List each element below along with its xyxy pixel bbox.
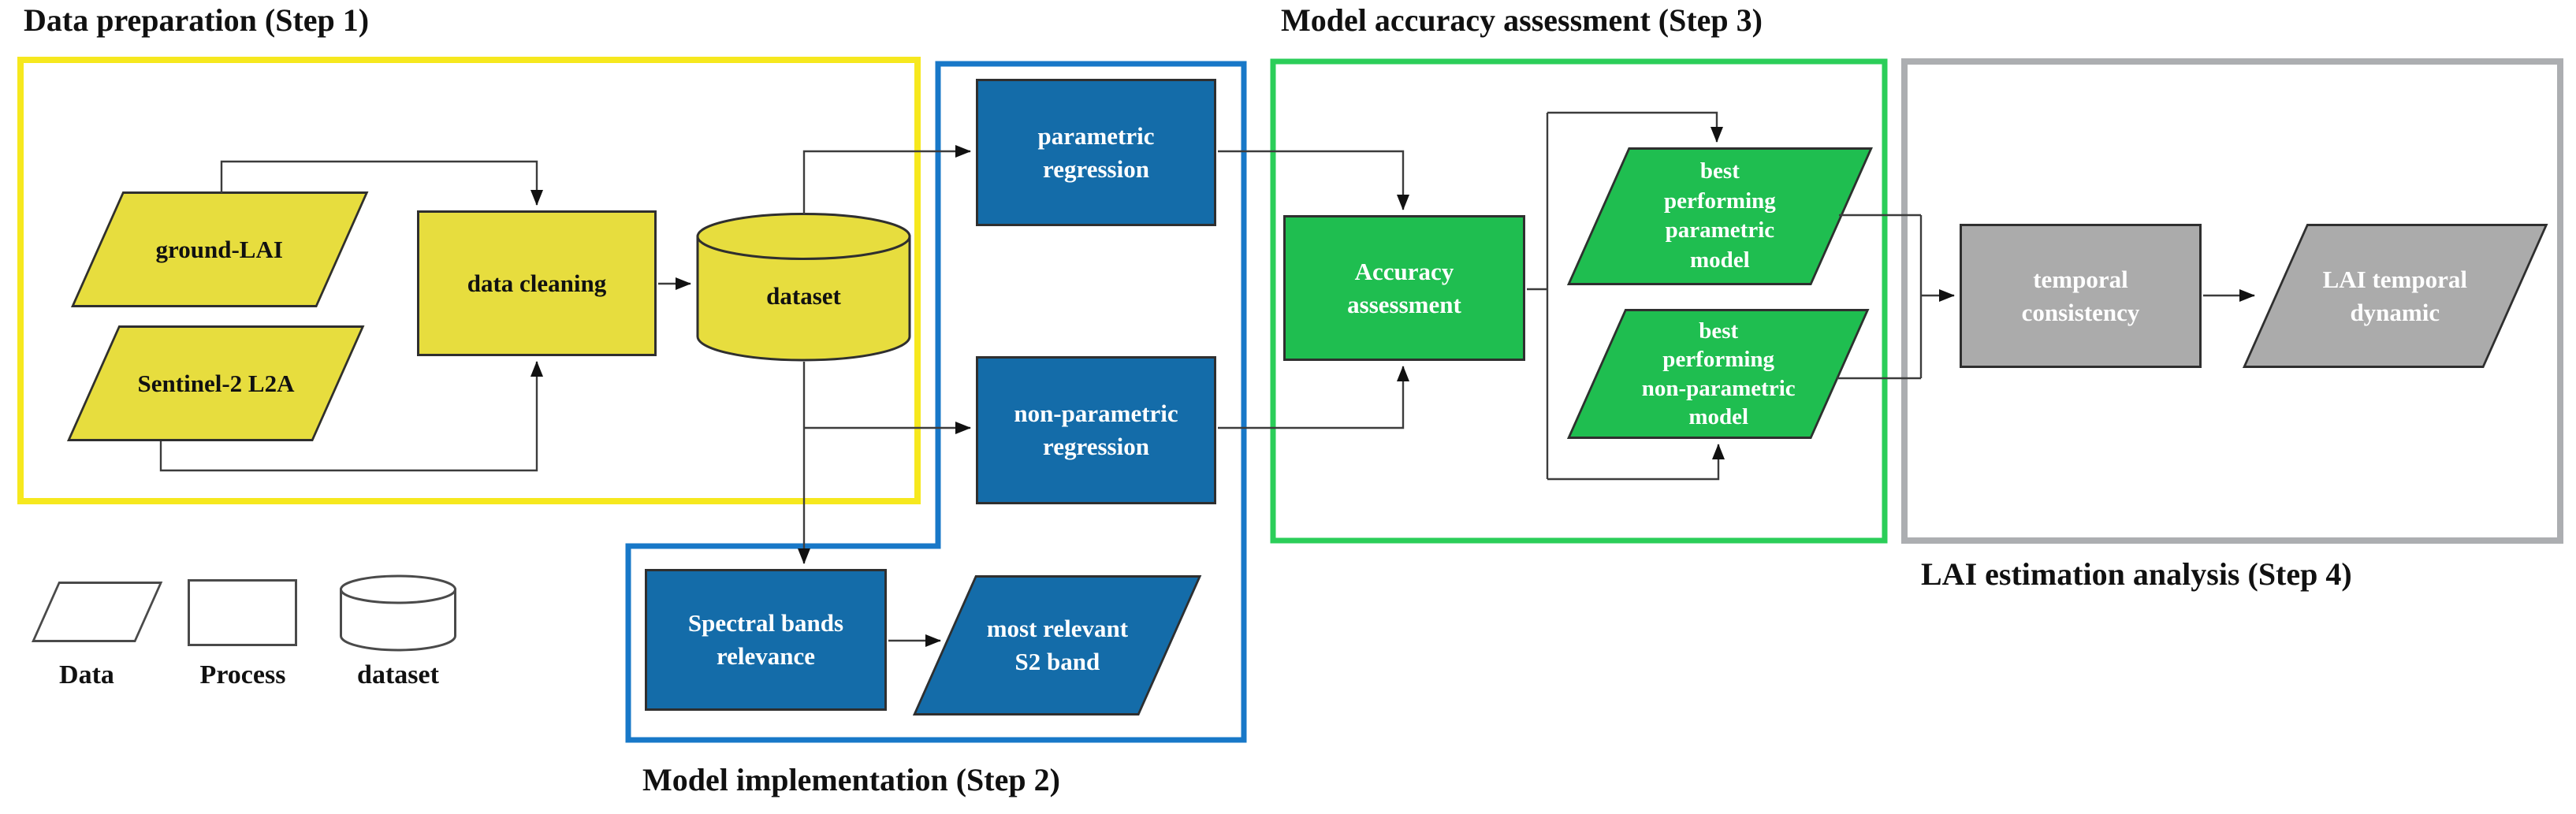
connector-accuracy-to-best-nonparametric <box>1547 444 1725 481</box>
connector-parametric-to-accuracy <box>1218 150 1409 210</box>
step4-title: LAI estimation analysis (Step 4) <box>1921 556 2352 592</box>
node-lai-temporal-dynamic: LAI temporal dynamic <box>2243 224 2548 368</box>
node-ground-lai: ground-LAI <box>71 191 369 307</box>
node-ground-lai-label: ground-LAI <box>156 235 284 263</box>
node-best-non-parametric-model-label: best performing non-parametric model <box>1641 318 1796 429</box>
node-most-relevant-s2-band: most relevant S2 band <box>913 575 1202 716</box>
legend-dataset-shape <box>340 574 456 652</box>
node-parametric-regression-label: parametric regression <box>1037 121 1155 183</box>
node-best-parametric-model-label: best performing parametric model <box>1664 158 1776 273</box>
node-non-parametric-regression: non-parametric regression <box>976 356 1216 504</box>
connector-nonparametric-to-accuracy <box>1218 366 1409 429</box>
connector-accuracy-to-best-parametric <box>1547 111 1723 143</box>
node-parametric-regression: parametric regression <box>976 79 1216 226</box>
legend-data-label: Data <box>59 660 114 689</box>
legend-dataset-label: dataset <box>357 660 439 689</box>
node-non-parametric-regression-label: non-parametric regression <box>1014 400 1178 460</box>
step1-title: Data preparation (Step 1) <box>24 2 370 38</box>
node-accuracy-assessment-label: Accuracy assessment <box>1347 257 1461 318</box>
node-dataset-label: dataset <box>766 282 841 310</box>
legend-process-shape <box>188 579 297 646</box>
node-best-non-parametric-model: best performing non-parametric model <box>1567 309 1870 439</box>
legend-data-shape <box>32 582 163 642</box>
node-sentinel2-l2a-label: Sentinel-2 L2A <box>137 369 295 397</box>
connector-dataset-to-parametric <box>802 145 971 214</box>
node-sentinel2-l2a: Sentinel-2 L2A <box>67 325 365 441</box>
node-lai-temporal-dynamic-label: LAI temporal dynamic <box>2323 265 2468 326</box>
node-best-parametric-model: best performing parametric model <box>1567 147 1873 285</box>
node-data-cleaning: data cleaning <box>417 210 657 356</box>
node-most-relevant-s2-band-label: most relevant S2 band <box>986 615 1128 675</box>
step2-title: Model implementation (Step 2) <box>642 762 1060 797</box>
node-spectral-bands-relevance-label: Spectral bands relevance <box>687 609 844 670</box>
node-accuracy-assessment: Accuracy assessment <box>1283 215 1525 361</box>
node-data-cleaning-label: data cleaning <box>467 269 607 297</box>
step3-title: Model accuracy assessment (Step 3) <box>1281 2 1763 38</box>
legend-process-label: Process <box>199 660 286 689</box>
node-temporal-consistency-label: temporal consistency <box>2021 265 2140 326</box>
node-temporal-consistency: temporal consistency <box>1960 224 2202 368</box>
node-spectral-bands-relevance: Spectral bands relevance <box>645 569 887 711</box>
